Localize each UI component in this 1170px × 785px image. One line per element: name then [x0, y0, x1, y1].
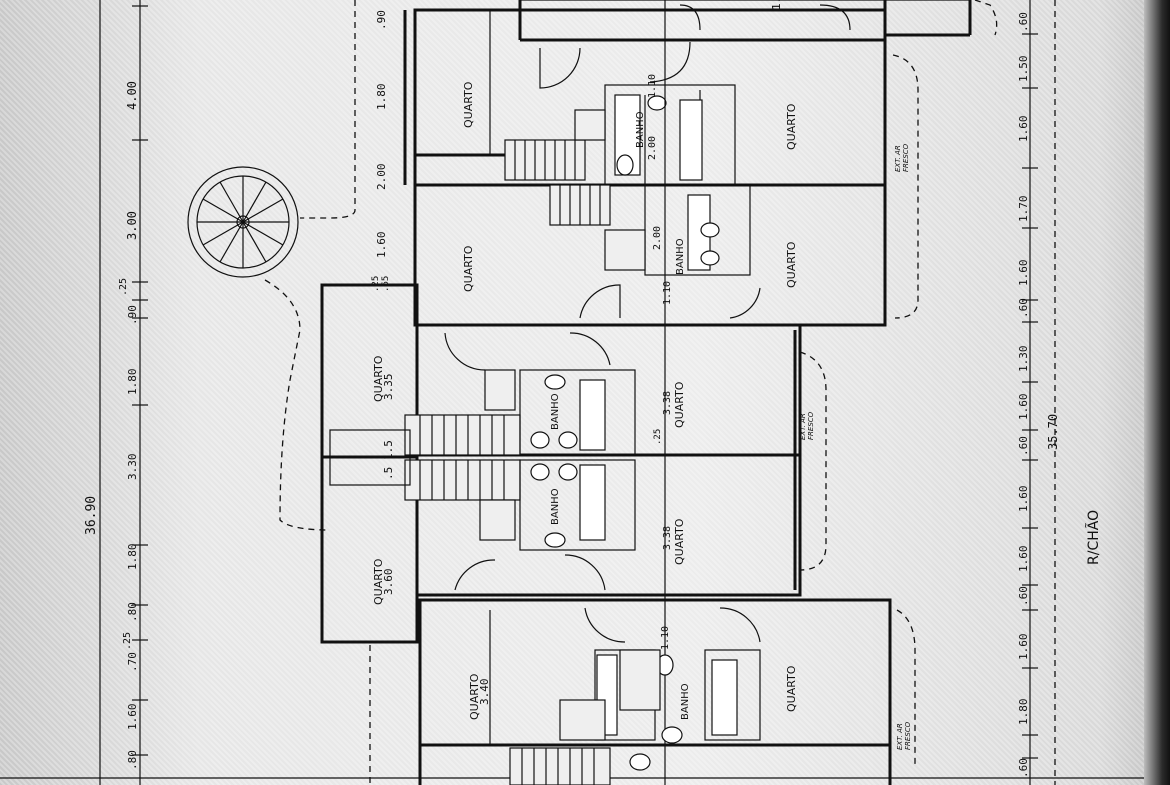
exterior-air-notes: EXT. AR FRESCO EXT. AR FRESCO EXT. AR FR…: [799, 143, 912, 750]
unit-middle: [320, 283, 802, 644]
svg-text:3.40: 3.40: [478, 679, 491, 706]
svg-text:.25: .25: [653, 429, 663, 445]
room-label-quarto: QUARTO: [372, 355, 385, 402]
svg-text:FRESCO: FRESCO: [902, 143, 910, 172]
svg-text:.70: .70: [126, 652, 139, 672]
left-total-dim: 36.90: [84, 496, 99, 535]
svg-text:3.00: 3.00: [125, 211, 139, 240]
unit-bottom: [418, 598, 892, 785]
floor-level-label: R/CHÃO: [1085, 510, 1102, 565]
room-label-banho: BANHO: [675, 238, 686, 275]
svg-text:2.00: 2.00: [647, 136, 658, 160]
svg-text:2.00: 2.00: [652, 226, 663, 250]
room-label-quarto: QUARTO: [462, 245, 475, 292]
svg-text:1.10: 1.10: [647, 74, 658, 98]
svg-text:1.80: 1.80: [126, 544, 139, 571]
svg-text:.5: .5: [382, 467, 395, 480]
svg-text:4.00: 4.00: [125, 81, 139, 110]
svg-text:1.10: 1.10: [662, 281, 673, 305]
svg-text:.60: .60: [1017, 758, 1030, 778]
svg-text:3.30: 3.30: [126, 454, 139, 481]
room-label-banho: BANHO: [680, 683, 691, 720]
svg-text:.80: .80: [126, 602, 139, 622]
svg-text:1.80: 1.80: [126, 369, 139, 396]
svg-text:.60: .60: [1017, 586, 1030, 606]
svg-text:1.60: 1.60: [1017, 634, 1030, 661]
room-label-banho: BANHO: [550, 393, 561, 430]
svg-text:.80: .80: [126, 750, 139, 770]
svg-text:1.60: 1.60: [375, 232, 388, 259]
room-label-banho: BANHO: [550, 488, 561, 525]
dashed-outlines: [264, 0, 998, 785]
spiral-staircase: [187, 166, 299, 278]
dimension-labels: 36.90 4.00 3.00 .25 .90 1.80 3.30 1.80 .…: [84, 10, 1060, 778]
svg-text:1.60: 1.60: [1017, 260, 1030, 287]
room-labels: QUARTO QUARTO QUARTO QUARTO QUARTO QUART…: [372, 0, 798, 720]
svg-text:2.00: 2.00: [375, 164, 388, 191]
scan-edge-shadow: [1144, 0, 1170, 785]
room-label-quarto: QUARTO: [372, 558, 385, 605]
svg-text:FRESCO: FRESCO: [904, 721, 912, 750]
room-label-quarto: QUARTO: [785, 103, 798, 150]
svg-text:.60: .60: [1017, 12, 1030, 32]
svg-text:1.10: 1.10: [660, 626, 671, 650]
unit-top: [403, 0, 972, 785]
room-label-quarto: QUARTO: [468, 673, 481, 720]
svg-text:1.60: 1.60: [1017, 394, 1030, 421]
svg-text:3.38: 3.38: [662, 391, 673, 415]
room-label-quarto: QUARTO: [462, 81, 475, 128]
svg-text:.90: .90: [375, 10, 388, 30]
svg-text:.90: .90: [126, 305, 139, 325]
svg-text:.60: .60: [1017, 436, 1030, 456]
svg-text:3.35: 3.35: [382, 374, 395, 401]
svg-text:1.30: 1.30: [1017, 346, 1030, 373]
svg-text:1.60: 1.60: [1017, 486, 1030, 513]
room-label-banho: BANHO: [635, 111, 646, 148]
svg-text:1.60: 1.60: [126, 704, 139, 731]
svg-text:EXT. AR: EXT. AR: [799, 413, 807, 440]
svg-text:FRESCO: FRESCO: [807, 411, 815, 440]
svg-text:1.5: 1.5: [382, 440, 395, 460]
svg-text:1.60: 1.60: [1017, 116, 1030, 143]
svg-text:EXT. AR: EXT. AR: [896, 723, 904, 750]
svg-text:3.60: 3.60: [382, 569, 395, 596]
bottom-total-dim: 35.70: [1046, 414, 1060, 450]
svg-text:1.10: 1.10: [770, 0, 783, 10]
room-label-quarto: QUARTO: [785, 241, 798, 288]
svg-text:1.60: 1.60: [1017, 546, 1030, 573]
svg-text:.25: .25: [122, 632, 133, 650]
svg-text:1.80: 1.80: [375, 84, 388, 111]
svg-text:.25: .25: [118, 278, 129, 296]
svg-text:3.38: 3.38: [662, 526, 673, 550]
svg-text:EXT. AR: EXT. AR: [894, 145, 902, 172]
room-label-quarto: QUARTO: [785, 665, 798, 712]
svg-text:1.80: 1.80: [1017, 699, 1030, 726]
svg-text:.60: .60: [1017, 298, 1030, 318]
svg-text:1.50: 1.50: [1017, 56, 1030, 83]
room-label-quarto: QUARTO: [673, 518, 686, 565]
svg-text:1.70: 1.70: [1017, 196, 1030, 223]
room-label-quarto: QUARTO: [673, 381, 686, 428]
